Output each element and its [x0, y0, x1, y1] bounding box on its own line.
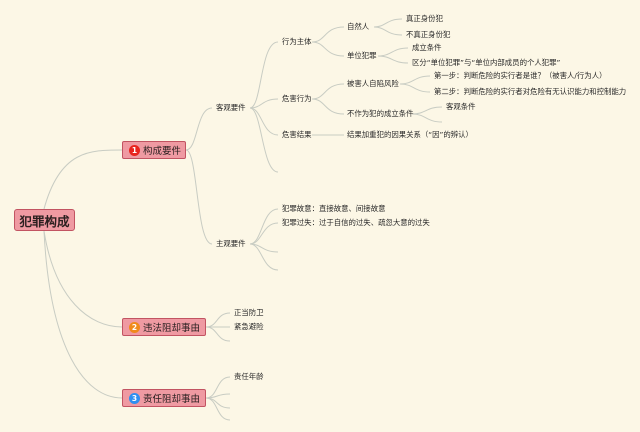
node-age[interactable]: 责任年龄: [234, 372, 264, 381]
connector-actor-natural: [311, 26, 345, 43]
branch-excuse-defenses[interactable]: 3 责任阻却事由: [122, 389, 206, 407]
connector-natural-true: [373, 18, 403, 28]
connector-unit-formation: [377, 47, 409, 57]
node-self-defense[interactable]: 正当防卫: [234, 308, 264, 317]
node-step2[interactable]: 第二步：判断危险的实行者对危险有无认识能力和控制能力: [434, 87, 627, 96]
node-untrue-status-crime[interactable]: 不真正身份犯: [406, 30, 451, 39]
number-badge-icon: 2: [129, 321, 140, 333]
connector-root-b1: [43, 149, 123, 210]
branch-label: 责任阻却事由: [143, 394, 201, 405]
node-formation[interactable]: 成立条件: [412, 43, 442, 52]
connector-b3-empty3: [205, 397, 231, 421]
node-natural-person[interactable]: 自然人: [347, 22, 370, 31]
connector-subjective-intent: [249, 208, 279, 245]
node-omission-formation[interactable]: 客观条件: [446, 102, 476, 111]
node-unit-crime[interactable]: 单位犯罪: [347, 51, 377, 60]
connector-actor-unit: [311, 41, 345, 57]
node-step1[interactable]: 第一步：判断危险的实行者是谁？（被害人/行为人）: [434, 71, 607, 80]
connector-unit-distinguish: [377, 55, 409, 64]
node-necessity[interactable]: 紧急避险: [234, 322, 264, 331]
connector-b3-empty2: [205, 397, 231, 409]
connector-objective-actor: [249, 41, 279, 109]
branch-label: 构成要件: [143, 146, 182, 157]
node-victim-risk[interactable]: 被害人自陷风险: [347, 79, 399, 88]
node-true-status-crime[interactable]: 真正身份犯: [406, 14, 443, 23]
connector-b1-subjective: [185, 149, 213, 245]
connector-b2-selfdefense: [205, 312, 231, 328]
node-result[interactable]: 危害结果: [282, 130, 312, 139]
number-badge-icon: 3: [129, 392, 140, 404]
connector-objective-empty1: [249, 107, 279, 173]
root-node[interactable]: 犯罪构成: [14, 209, 75, 231]
number-badge-icon: 1: [129, 144, 140, 156]
node-act[interactable]: 危害行为: [282, 94, 312, 103]
node-objective[interactable]: 客观要件: [216, 103, 246, 112]
branch-constitutive-elements[interactable]: 1 构成要件: [122, 141, 186, 159]
connector-victim-step1: [399, 75, 431, 85]
connector-b1-objective: [185, 107, 213, 151]
node-intent[interactable]: 犯罪故意：直接故意、间接故意: [282, 204, 386, 213]
connector-victim-step2: [399, 83, 431, 93]
connector-subjective-empty2: [249, 243, 279, 271]
branch-justification-defenses[interactable]: 2 违法阻却事由: [122, 318, 206, 336]
branch-label: 违法阻却事由: [143, 323, 201, 334]
connector-root-b3: [43, 230, 123, 399]
node-actor[interactable]: 行为主体: [282, 37, 312, 46]
node-distinguish[interactable]: 区分“单位犯罪”与“单位内部成员的个人犯罪”: [412, 58, 561, 67]
connector-act-omission: [311, 98, 345, 115]
connector-b2-empty: [205, 326, 231, 342]
node-causation[interactable]: 结果加重犯的因果关系（“因”的辨认）: [347, 130, 473, 139]
connector-omission-empty: [411, 113, 443, 123]
node-subjective[interactable]: 主观要件: [216, 239, 246, 248]
connector-act-victim: [311, 83, 345, 100]
node-omission[interactable]: 不作为犯的成立条件: [347, 109, 414, 118]
connector-natural-untrue: [373, 26, 403, 36]
connector-objective-act: [249, 98, 279, 109]
connector-omission-formation: [411, 106, 443, 115]
node-negligence[interactable]: 犯罪过失：过于自信的过失、疏忽大意的过失: [282, 218, 430, 227]
connector-subjective-negligence: [249, 222, 279, 245]
connector-b3-age: [205, 376, 231, 399]
connector-root-b2: [43, 230, 123, 328]
connector-b3-empty1: [205, 393, 231, 399]
